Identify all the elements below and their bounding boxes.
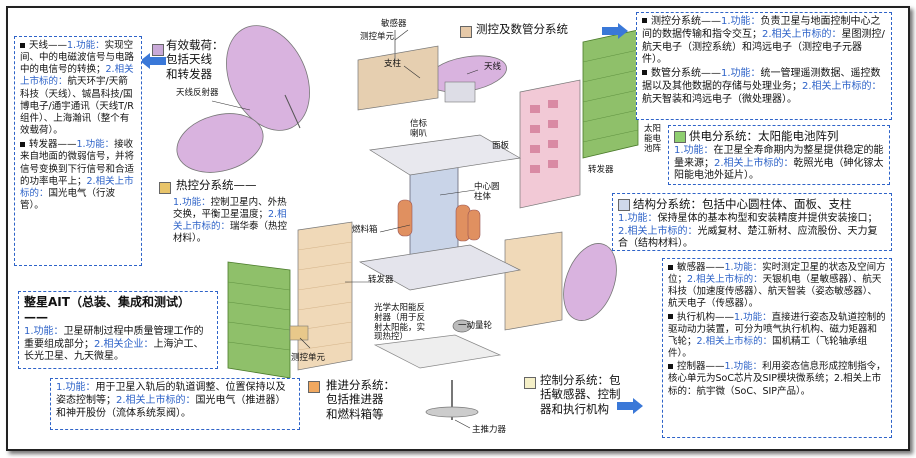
thermal-detail-box: 1.功能：控制卫星内、外热交换，平衡卫星温度；2.相关上市标的：瑞华泰（热控材料… (173, 197, 288, 245)
antenna-reflector-right (563, 243, 617, 321)
label-sensor-top: 敏感器 (381, 19, 407, 29)
structure-detail-box: 结构分系统：包括中心圆柱体、面板、支柱 1.功能：保持星体的基本构型和安装精度并… (612, 193, 892, 251)
base-plate (373, 334, 502, 369)
fuel-tank-1 (397, 199, 413, 237)
power-title: 供电分系统：太阳能电池阵列 (689, 129, 839, 143)
thermal-swatch (159, 182, 171, 194)
main-thruster (425, 406, 479, 418)
top-platform (368, 134, 522, 176)
arrow-right-control (617, 398, 643, 414)
payload-title: 有效载荷： 包括天线 和转发器 (166, 38, 224, 81)
label-momentum-wheel: 一动量轮 (458, 321, 493, 331)
label-panel: 面板 (492, 141, 510, 151)
label-center-cylinder: 中心圆 柱体 (474, 182, 500, 202)
measurement-swatch (460, 26, 472, 38)
label-tt-unit-top: 测控单元 (360, 32, 395, 42)
transponder-head: 转发器—— (29, 139, 77, 151)
solar-panel-right (582, 29, 639, 159)
label-antenna-reflector: 天线反射器 (176, 88, 219, 98)
structure-swatch (618, 198, 630, 211)
structure-title: 结构分系统：包括中心圆柱体、面板、支柱 (633, 197, 852, 211)
power-detail-box: 供电分系统：太阳能电池阵列 1.功能：在卫星全寿命期内为整星提供稳定的能量来源；… (668, 125, 890, 185)
payload-detail-box: 天线——1.功能：实现空间、中的电磁波信号与电路中的电信号的转换；2.相关上市标… (14, 36, 142, 266)
tt-unit-lower (289, 325, 309, 341)
controller-head: 控制器—— (677, 361, 725, 373)
fuel-tank-3 (467, 209, 481, 241)
propulsion-title: 推进分系统： 包括推进器 和燃料箱等 (326, 378, 395, 421)
label-fuel-tank: 燃料箱 (352, 225, 378, 235)
bottom-platform (358, 244, 522, 291)
propulsion-swatch (308, 381, 320, 393)
antenna-reflector-left2 (176, 113, 264, 173)
arrow-right-measurement (602, 23, 628, 39)
label-tt-unit-lower: 测控单元 (291, 353, 326, 363)
power-swatch (674, 130, 686, 143)
label-optical-solar-reflector: 光学太阳能反 射器（用于反 射太阳能，实 现热控） (374, 303, 426, 343)
label-transponder-lower: 转发器 (368, 275, 394, 285)
momentum-wheel (452, 319, 472, 333)
label-transponder-right: 转发器 (588, 165, 614, 175)
arrow-left-payload (140, 53, 166, 69)
payload-swatch (152, 44, 164, 56)
dm-head: 数管分系统—— (651, 68, 721, 80)
control-detail-box: 敏感器——1.功能：实时测定卫星的状态及空间方位；2.相关上市标的：天银机电（星… (662, 258, 892, 438)
ait-title: 整星AIT（总装、集成和测试）—— (24, 295, 190, 325)
label-main-thruster: 主推力器 (472, 425, 507, 435)
ait-detail-box: 整星AIT（总装、集成和测试）—— 1.功能：卫星研制过程中质量管理工作的重要组… (18, 291, 218, 369)
sensor-head: 敏感器—— (677, 262, 725, 273)
control-swatch (524, 377, 536, 389)
actuator-head: 执行机构—— (677, 311, 735, 323)
tt-panel-top (357, 45, 439, 111)
label-strut: 支柱 (384, 59, 402, 69)
control-title: 控制分系统：包 括敏感器、控制 器和执行机构 (540, 373, 621, 416)
propulsion-detail-box: 1.功能：用于卫星入轨后的轨道调整、位置保持以及姿态控制等；2.相关上市标的：国… (50, 378, 300, 430)
solar-panel-left (227, 261, 291, 379)
tt-head: 测控分系统—— (651, 16, 721, 27)
measurement-title: 测控及数管分系统 (476, 22, 568, 36)
thermal-title: 热控分系统—— (176, 178, 257, 192)
measurement-detail-box: 测控分系统——1.功能：负责卫星与地面控制中心之间的数据传输和指令交互；2.相关… (636, 12, 892, 120)
label-solar-array-top: 太阳 能电 池阵 (644, 124, 662, 154)
label-beacon-horn: 信标 喇叭 (410, 119, 428, 139)
antenna-head: 天线—— (29, 40, 68, 51)
structure-panel-right (504, 231, 563, 331)
thermal-panel (297, 221, 353, 371)
label-antenna: 天线 (484, 62, 502, 72)
